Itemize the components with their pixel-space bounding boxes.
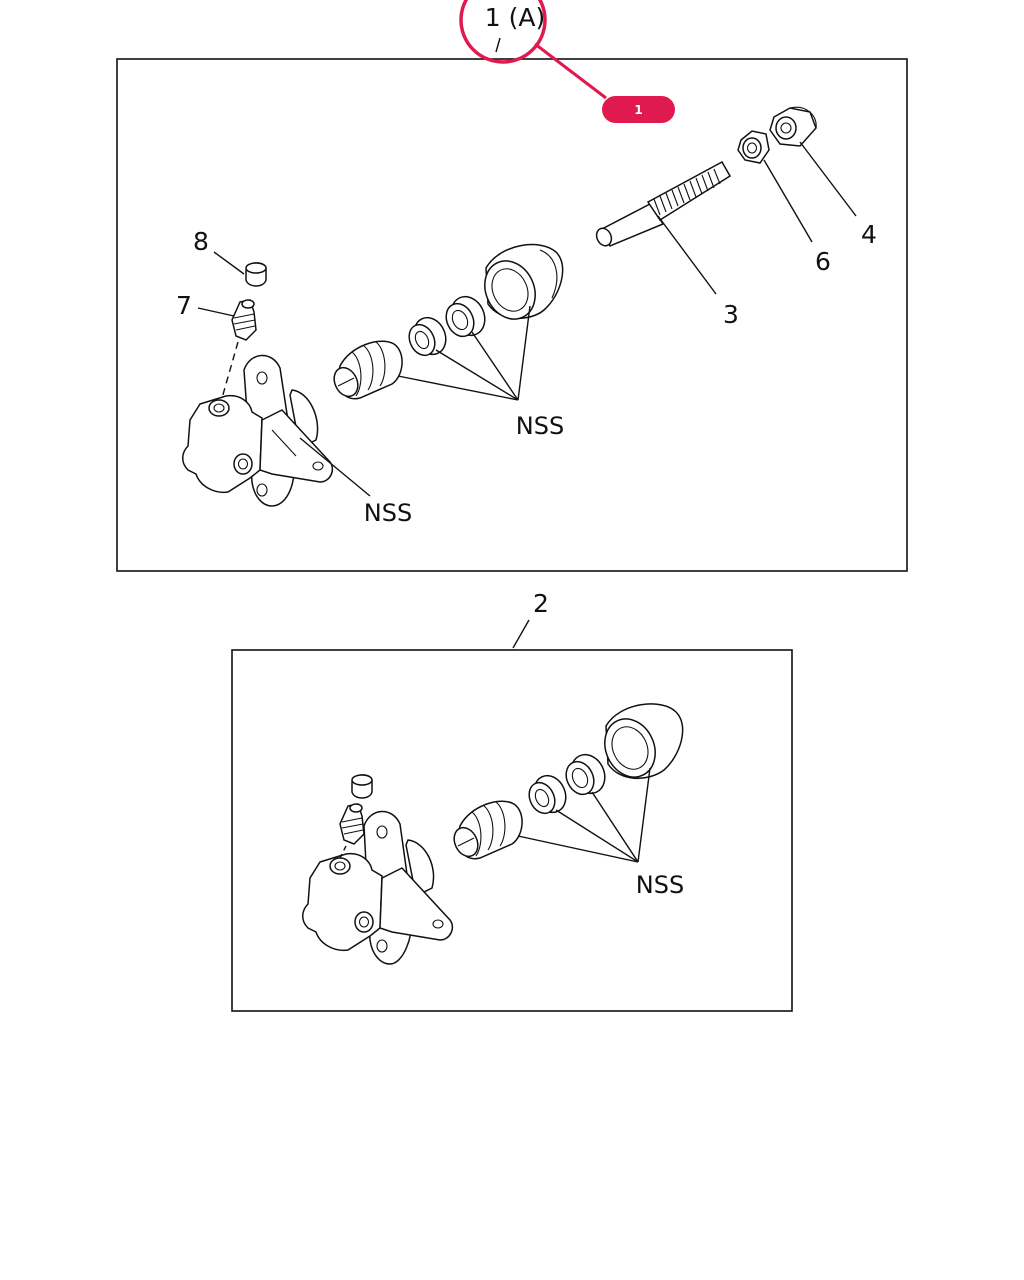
piston-cup-small — [408, 316, 447, 357]
part-label-6: 6 — [815, 247, 831, 276]
assembly-a-callout: 1 (A) — [485, 3, 545, 32]
hotspot-highlight[interactable]: 1 — [459, 0, 675, 123]
assembly-b-callout: 2 — [533, 589, 549, 618]
piston — [333, 340, 403, 400]
bleeder-screw-b — [339, 803, 365, 859]
dust-boot — [484, 243, 564, 320]
part-label-8: 8 — [193, 227, 209, 256]
part-label-4: 4 — [861, 220, 877, 249]
assembly-b[interactable]: 2 — [231, 589, 793, 1012]
piston-cup-small-b — [528, 774, 567, 815]
assembly-a-frame — [116, 58, 908, 572]
bleeder-cap-b — [351, 774, 373, 799]
push-rod — [595, 160, 732, 247]
piston-cup-large-b — [565, 753, 606, 796]
piston-b — [453, 800, 523, 860]
highlight-connector — [534, 42, 607, 100]
dust-boot-b — [604, 703, 684, 780]
cylinder-body-b — [302, 810, 454, 965]
cylinder-body — [182, 354, 334, 507]
assembly-a[interactable]: 1 (A) — [116, 3, 908, 572]
nss-kit-label: NSS — [516, 412, 564, 440]
part-label-7: 7 — [176, 291, 192, 320]
hotspot-badge[interactable] — [602, 96, 675, 123]
nss-body-leader — [299, 437, 371, 497]
piston-cup-large — [445, 295, 486, 338]
bleeder-cap — [245, 262, 267, 287]
nss-kit-leaders-b — [517, 767, 651, 863]
highlight-ring — [459, 0, 547, 64]
assembly-a-leader — [495, 37, 501, 53]
assembly-b-frame — [231, 649, 793, 1012]
nss-kit-label-b: NSS — [636, 871, 684, 899]
hotspot-badge-number: 1 — [634, 103, 642, 117]
bleeder-screw — [221, 299, 257, 399]
cap-nut — [769, 106, 817, 147]
part-label-3: 3 — [723, 300, 739, 329]
nss-body-label: NSS — [364, 499, 412, 527]
nss-kit-leaders — [397, 305, 531, 401]
hex-nut — [737, 130, 770, 164]
assembly-b-leader — [512, 619, 530, 649]
